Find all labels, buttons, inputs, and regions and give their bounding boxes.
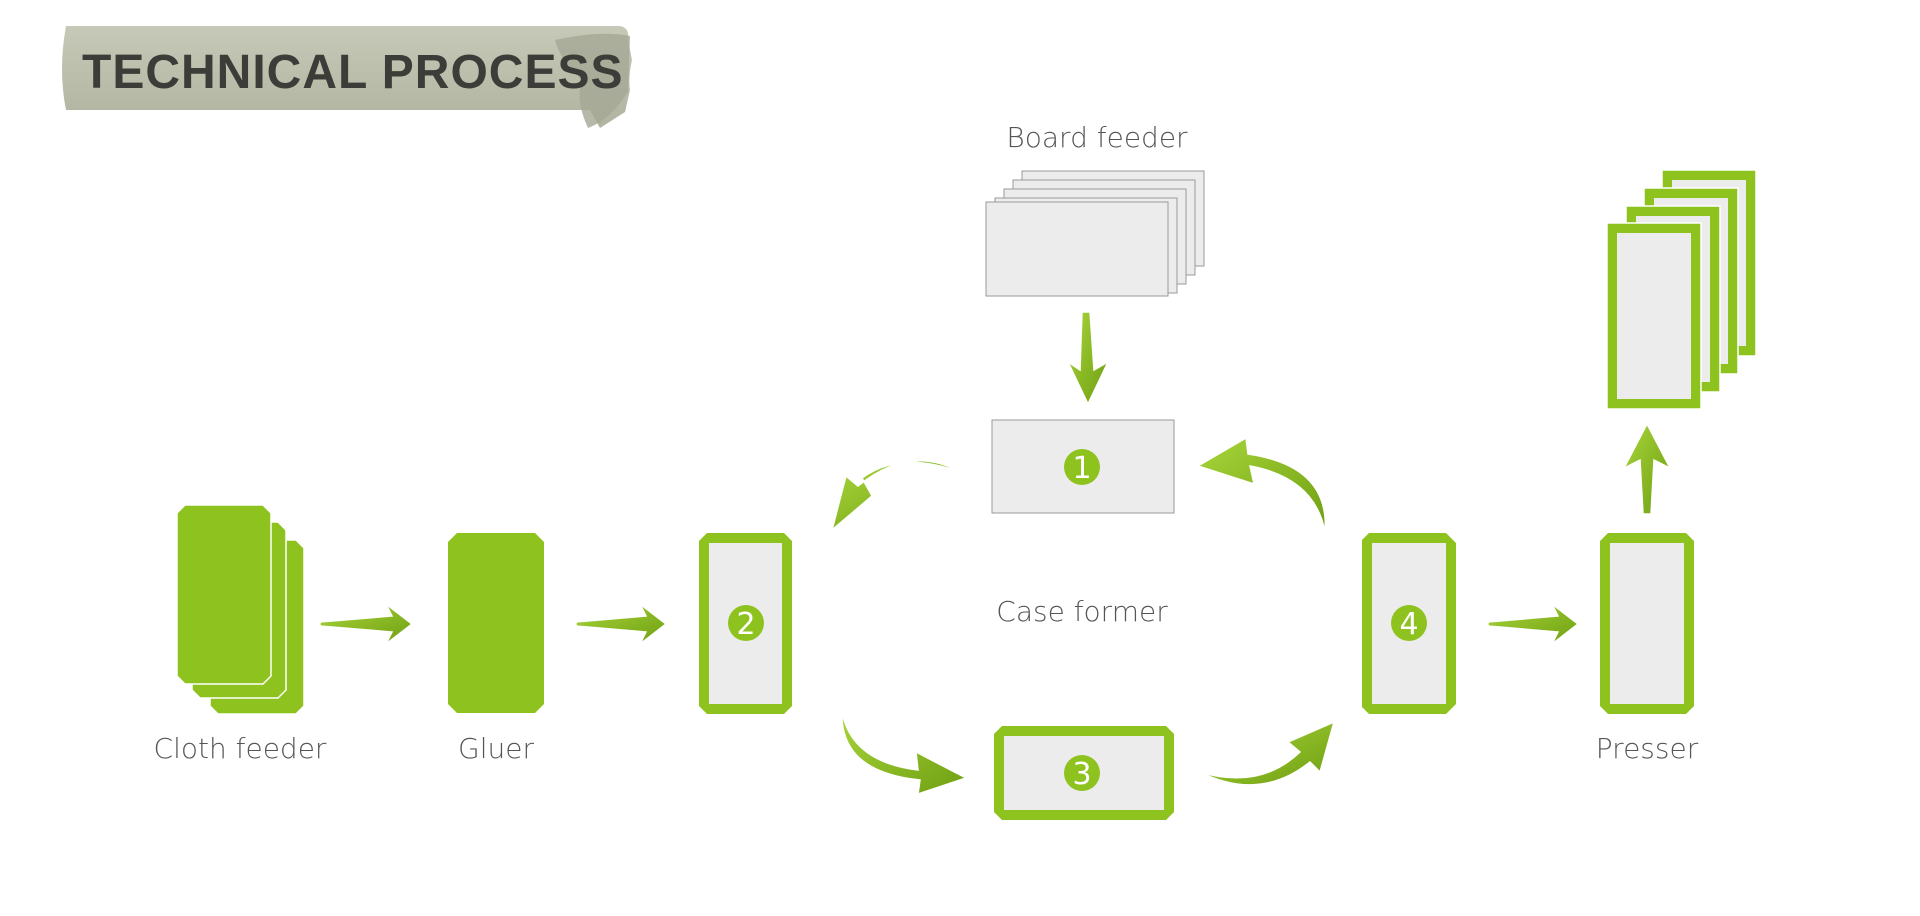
step-number-3: 3 xyxy=(1072,757,1091,792)
arrow-right-icon xyxy=(1487,603,1580,645)
station-2: 2 xyxy=(699,533,792,714)
arrow-right-icon xyxy=(319,603,414,645)
curved-arrow-icon xyxy=(1196,436,1326,533)
step-number-1: 1 xyxy=(1072,451,1091,486)
presser-label: Presser xyxy=(1596,732,1699,765)
step-badge-3 xyxy=(1064,755,1100,791)
title-banner-curl xyxy=(555,33,630,128)
arrow-up-icon xyxy=(1622,422,1672,515)
board-feeder-stack xyxy=(985,170,1205,297)
title-banner: TECHNICAL PROCESS xyxy=(62,26,632,128)
station-4: 4 xyxy=(1362,533,1456,714)
curved-arrow-icon xyxy=(841,711,968,796)
gluer-label: Gluer xyxy=(458,732,534,765)
presser-block xyxy=(1600,533,1694,714)
title-banner-bg xyxy=(62,26,632,128)
board-feeder-label: Board feeder xyxy=(1006,121,1188,154)
station-3: 3 xyxy=(994,726,1174,820)
step-number-2: 2 xyxy=(736,607,755,642)
step-badge-2 xyxy=(728,605,764,641)
case-former-label: Case former xyxy=(996,595,1168,628)
cloth-feeder-label: Cloth feeder xyxy=(154,732,327,765)
page-title: TECHNICAL PROCESS xyxy=(82,46,624,99)
step-badge-4 xyxy=(1391,605,1427,641)
arrow-right-icon xyxy=(575,603,668,645)
arrow-down-icon xyxy=(1066,311,1110,406)
curved-arrow-icon xyxy=(1199,720,1336,786)
step-badge-1 xyxy=(1064,449,1100,485)
station-1: 1 xyxy=(991,419,1175,514)
gluer-block xyxy=(448,533,544,713)
cloth-feeder-stack xyxy=(176,504,305,715)
curved-arrow-icon xyxy=(830,460,961,533)
step-number-4: 4 xyxy=(1399,607,1418,642)
output-stack xyxy=(1606,169,1757,410)
